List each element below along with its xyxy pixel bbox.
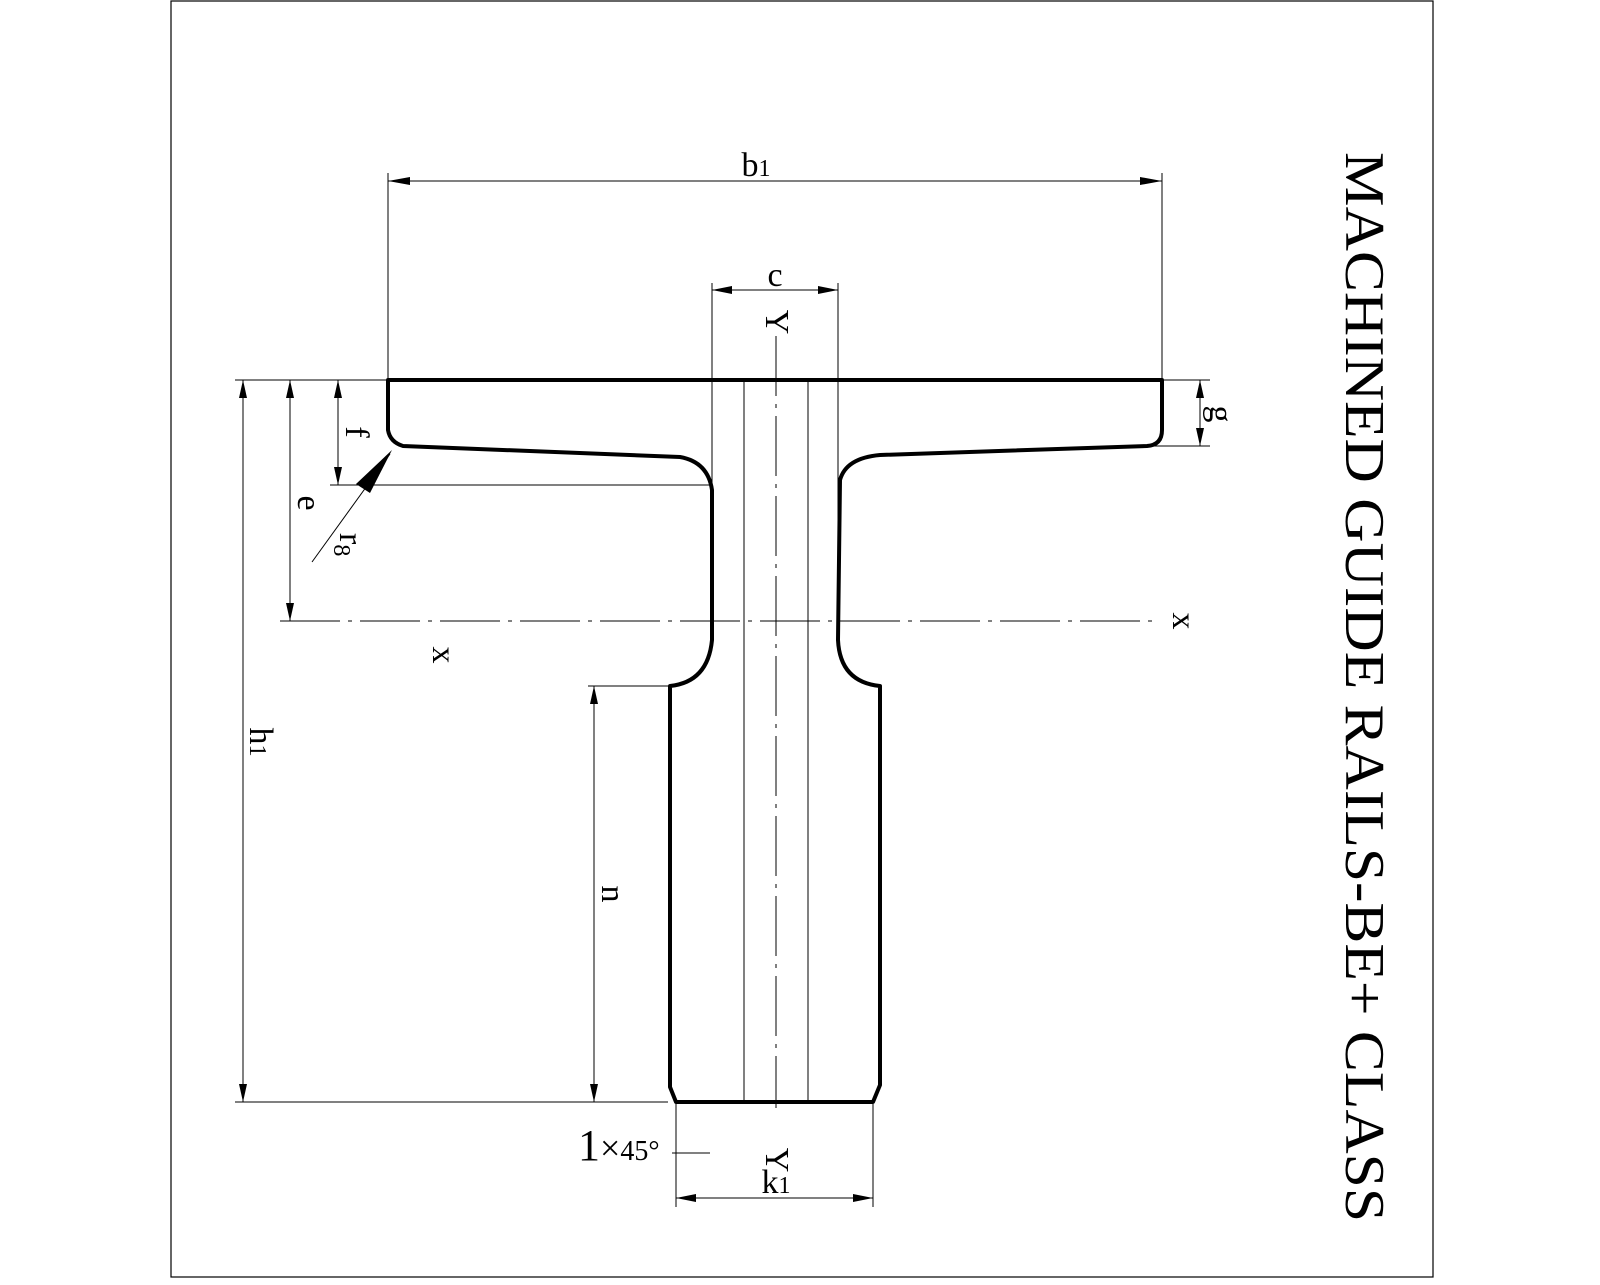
e-arrow-top [286,380,294,398]
h1-arrow-bottom [239,1084,247,1102]
chamfer-label: 1×45° [578,1121,660,1170]
g-label: g [1202,406,1239,423]
y-bottom-label: Y [758,1148,795,1173]
x-right-label: x [1165,613,1202,630]
drawing-title: MACHINED GUIDE RAILS-BE+ CLASS [1333,152,1395,1222]
k1-arrow-left [676,1194,696,1202]
g-arrow-top [1196,380,1204,398]
g-arrow-bottom [1196,428,1204,446]
x-left-label: x [425,647,462,664]
n-arrow-top [590,686,598,704]
y-top-label: Y [758,310,795,335]
c-arrow-right [818,286,838,294]
b1-label: b1 [742,147,771,184]
k1-label: k1 [762,1164,791,1201]
c-label: c [767,257,782,294]
h1-label: h1 [242,728,279,757]
f-arrow-bottom [334,467,342,485]
b1-arrow-left [388,177,410,185]
k1-arrow-right [853,1194,873,1202]
h1-arrow-top [239,380,247,398]
r8-arrow [356,450,392,493]
rail-profile [386,378,1164,1104]
r8-label: r8 [328,533,369,556]
f-arrow-top [334,380,342,398]
n-label: n [594,886,631,903]
b1-arrow-right [1140,177,1162,185]
c-arrow-left [712,286,732,294]
e-label: e [290,495,327,510]
f-label: f [338,426,375,438]
drawing-frame [170,0,1434,1278]
e-arrow-bottom [286,603,294,621]
n-arrow-bottom [590,1084,598,1102]
